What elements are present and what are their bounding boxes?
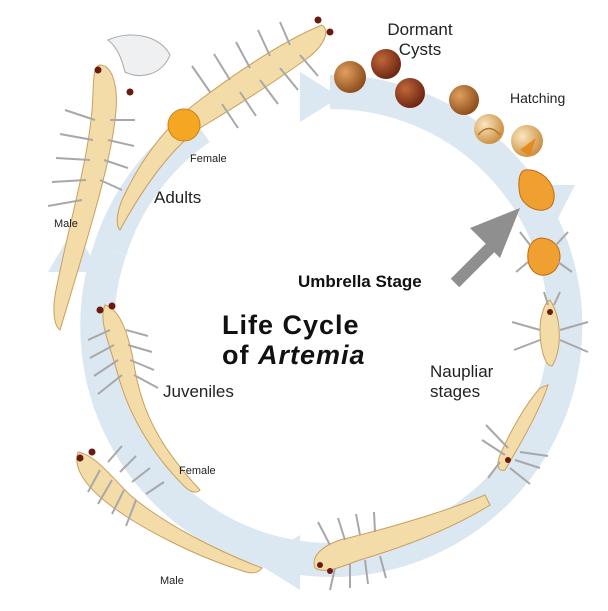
title-line2: of Artemia <box>222 340 366 370</box>
dormant-label-line1: Dormant <box>387 20 453 39</box>
cycle-arrowhead-bottom <box>255 535 300 590</box>
adults-label: Adults <box>154 188 202 207</box>
metanauplius-larva <box>481 384 549 485</box>
nauplius-larva <box>511 291 589 367</box>
title-line2-prefix: of <box>222 340 258 370</box>
hatching-cysts <box>474 114 555 211</box>
female-label-bottom: Female <box>179 465 216 477</box>
cyst <box>449 85 479 115</box>
naupliar-label-line2: stages <box>430 382 481 401</box>
hatching-cyst <box>511 125 543 157</box>
female-juvenile-left <box>87 302 201 493</box>
title-line2-italic: Artemia <box>258 340 366 370</box>
juvenile-bottom <box>313 494 491 591</box>
male-juvenile-bottom-left <box>76 445 263 574</box>
juveniles-label: Juveniles <box>163 382 234 401</box>
umbrella-stage-larva <box>515 231 573 276</box>
naupliar-label-line1: Naupliar <box>430 362 494 381</box>
cyst <box>371 49 401 79</box>
grey-arrow-icon <box>450 208 520 288</box>
male-label-bottom: Male <box>160 575 184 587</box>
cyst <box>395 78 425 108</box>
hatching-label: Hatching <box>510 90 566 106</box>
embryo <box>518 169 555 211</box>
cyst <box>334 61 366 93</box>
dormant-label-line2: Cysts <box>398 40 442 59</box>
male-label-top: Male <box>54 218 78 230</box>
dormant-cysts <box>334 49 479 115</box>
dormant-cysts-label: Dormant Cysts <box>380 20 460 60</box>
adult-female <box>116 16 334 231</box>
adult-male <box>47 34 171 331</box>
diagram-title: Life Cycle of Artemia <box>222 310 366 370</box>
female-label-top: Female <box>190 153 227 165</box>
egg-sac <box>167 108 201 142</box>
title-line1: Life Cycle <box>222 310 360 340</box>
umbrella-stage-label: Umbrella Stage <box>298 272 422 291</box>
naupliar-stages-label: Naupliar stages <box>430 362 493 402</box>
cycle-arrowhead-top <box>300 72 340 122</box>
